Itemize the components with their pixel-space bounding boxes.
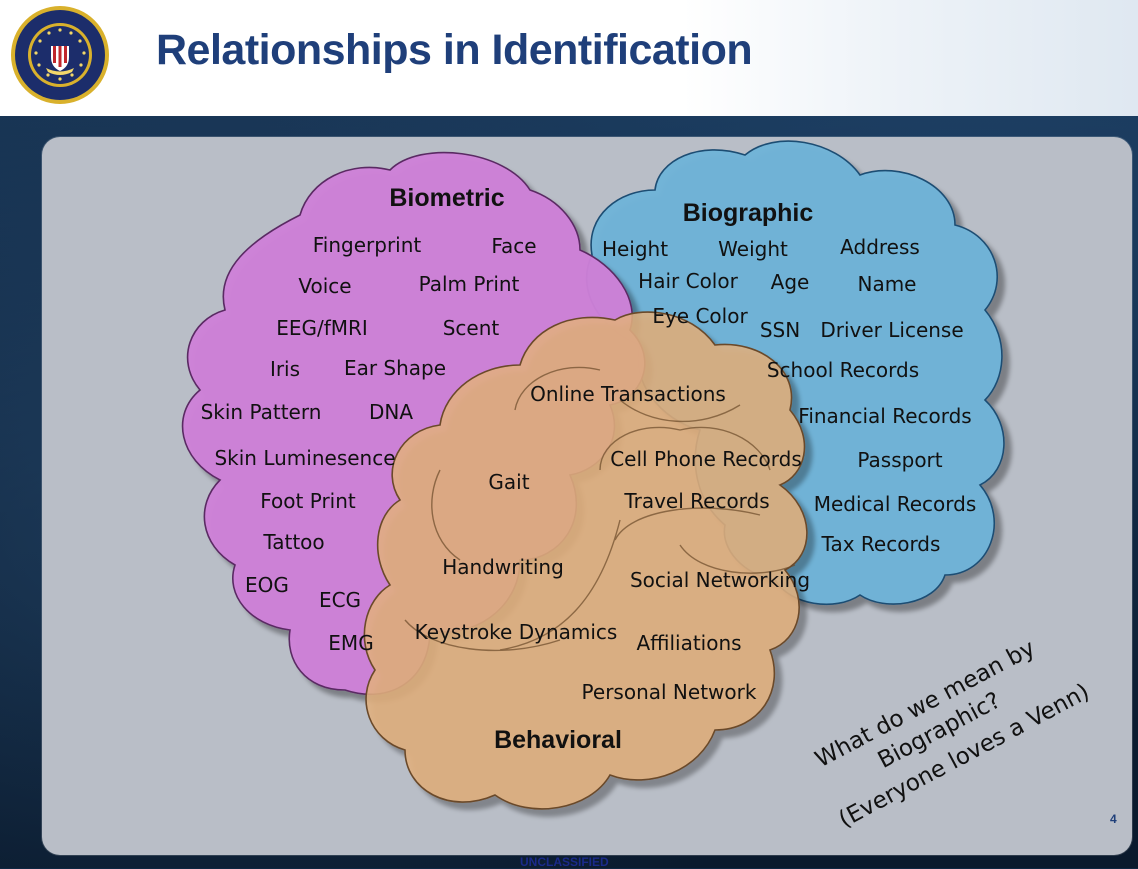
biographic-item: Eye Color (652, 304, 748, 328)
biometric-item: EOG (245, 573, 289, 597)
slide-title: Relationships in Identification (156, 26, 753, 74)
biometric-item: Skin Pattern (201, 400, 322, 424)
behavioral-item: Travel Records (623, 489, 769, 513)
biometric-item: ECG (319, 588, 361, 612)
fbi-seal-icon (11, 6, 109, 104)
behavioral-item: Personal Network (582, 680, 757, 704)
biometric-item: EMG (328, 631, 373, 655)
biometric-item: Fingerprint (313, 233, 422, 257)
behavioral-cloud (363, 311, 808, 810)
biometric-item: Ear Shape (344, 356, 446, 380)
behavioral-item: Online Transactions (530, 382, 726, 406)
biographic-item: Hair Color (638, 269, 738, 293)
behavioral-item: Gait (488, 470, 529, 494)
biographic-item: SSN (760, 318, 800, 342)
biometric-heading: Biometric (389, 184, 504, 212)
biographic-item: School Records (767, 358, 919, 382)
biometric-item: DNA (369, 400, 413, 424)
biographic-item: Passport (857, 448, 942, 472)
biographic-item: Driver License (820, 318, 963, 342)
biographic-item: Financial Records (798, 404, 971, 428)
biometric-item: Voice (298, 274, 351, 298)
biographic-item: Height (602, 237, 668, 261)
biometric-item: Tattoo (262, 530, 324, 554)
biographic-item: Medical Records (814, 492, 977, 516)
biometric-item: Foot Print (260, 489, 356, 513)
behavioral-item: Handwriting (442, 555, 564, 579)
behavioral-item: Cell Phone Records (610, 447, 802, 471)
biographic-item: Age (771, 270, 810, 294)
behavioral-item: Social Networking (630, 568, 810, 592)
behavioral-item: Keystroke Dynamics (415, 620, 618, 644)
slide-header: Relationships in Identification (0, 0, 1138, 116)
biographic-item: Tax Records (821, 532, 941, 556)
biometric-item: Skin Luminesence (214, 446, 395, 470)
behavioral-inner-lobes (404, 366, 796, 652)
biographic-heading: Biographic (683, 199, 814, 227)
behavioral-heading: Behavioral (494, 726, 622, 754)
page-number: 4 (1110, 812, 1117, 826)
biographic-item: Address (840, 235, 920, 259)
biographic-item: Name (857, 272, 916, 296)
biometric-item: Iris (270, 357, 300, 381)
biographic-item: Weight (718, 237, 788, 261)
behavioral-item: Affiliations (636, 631, 741, 655)
biometric-item: EEG/fMRI (276, 316, 368, 340)
biometric-item: Face (491, 234, 536, 258)
classification-marking: UNCLASSIFIED (520, 855, 609, 869)
biometric-item: Palm Print (419, 272, 520, 296)
biometric-item: Scent (443, 316, 500, 340)
